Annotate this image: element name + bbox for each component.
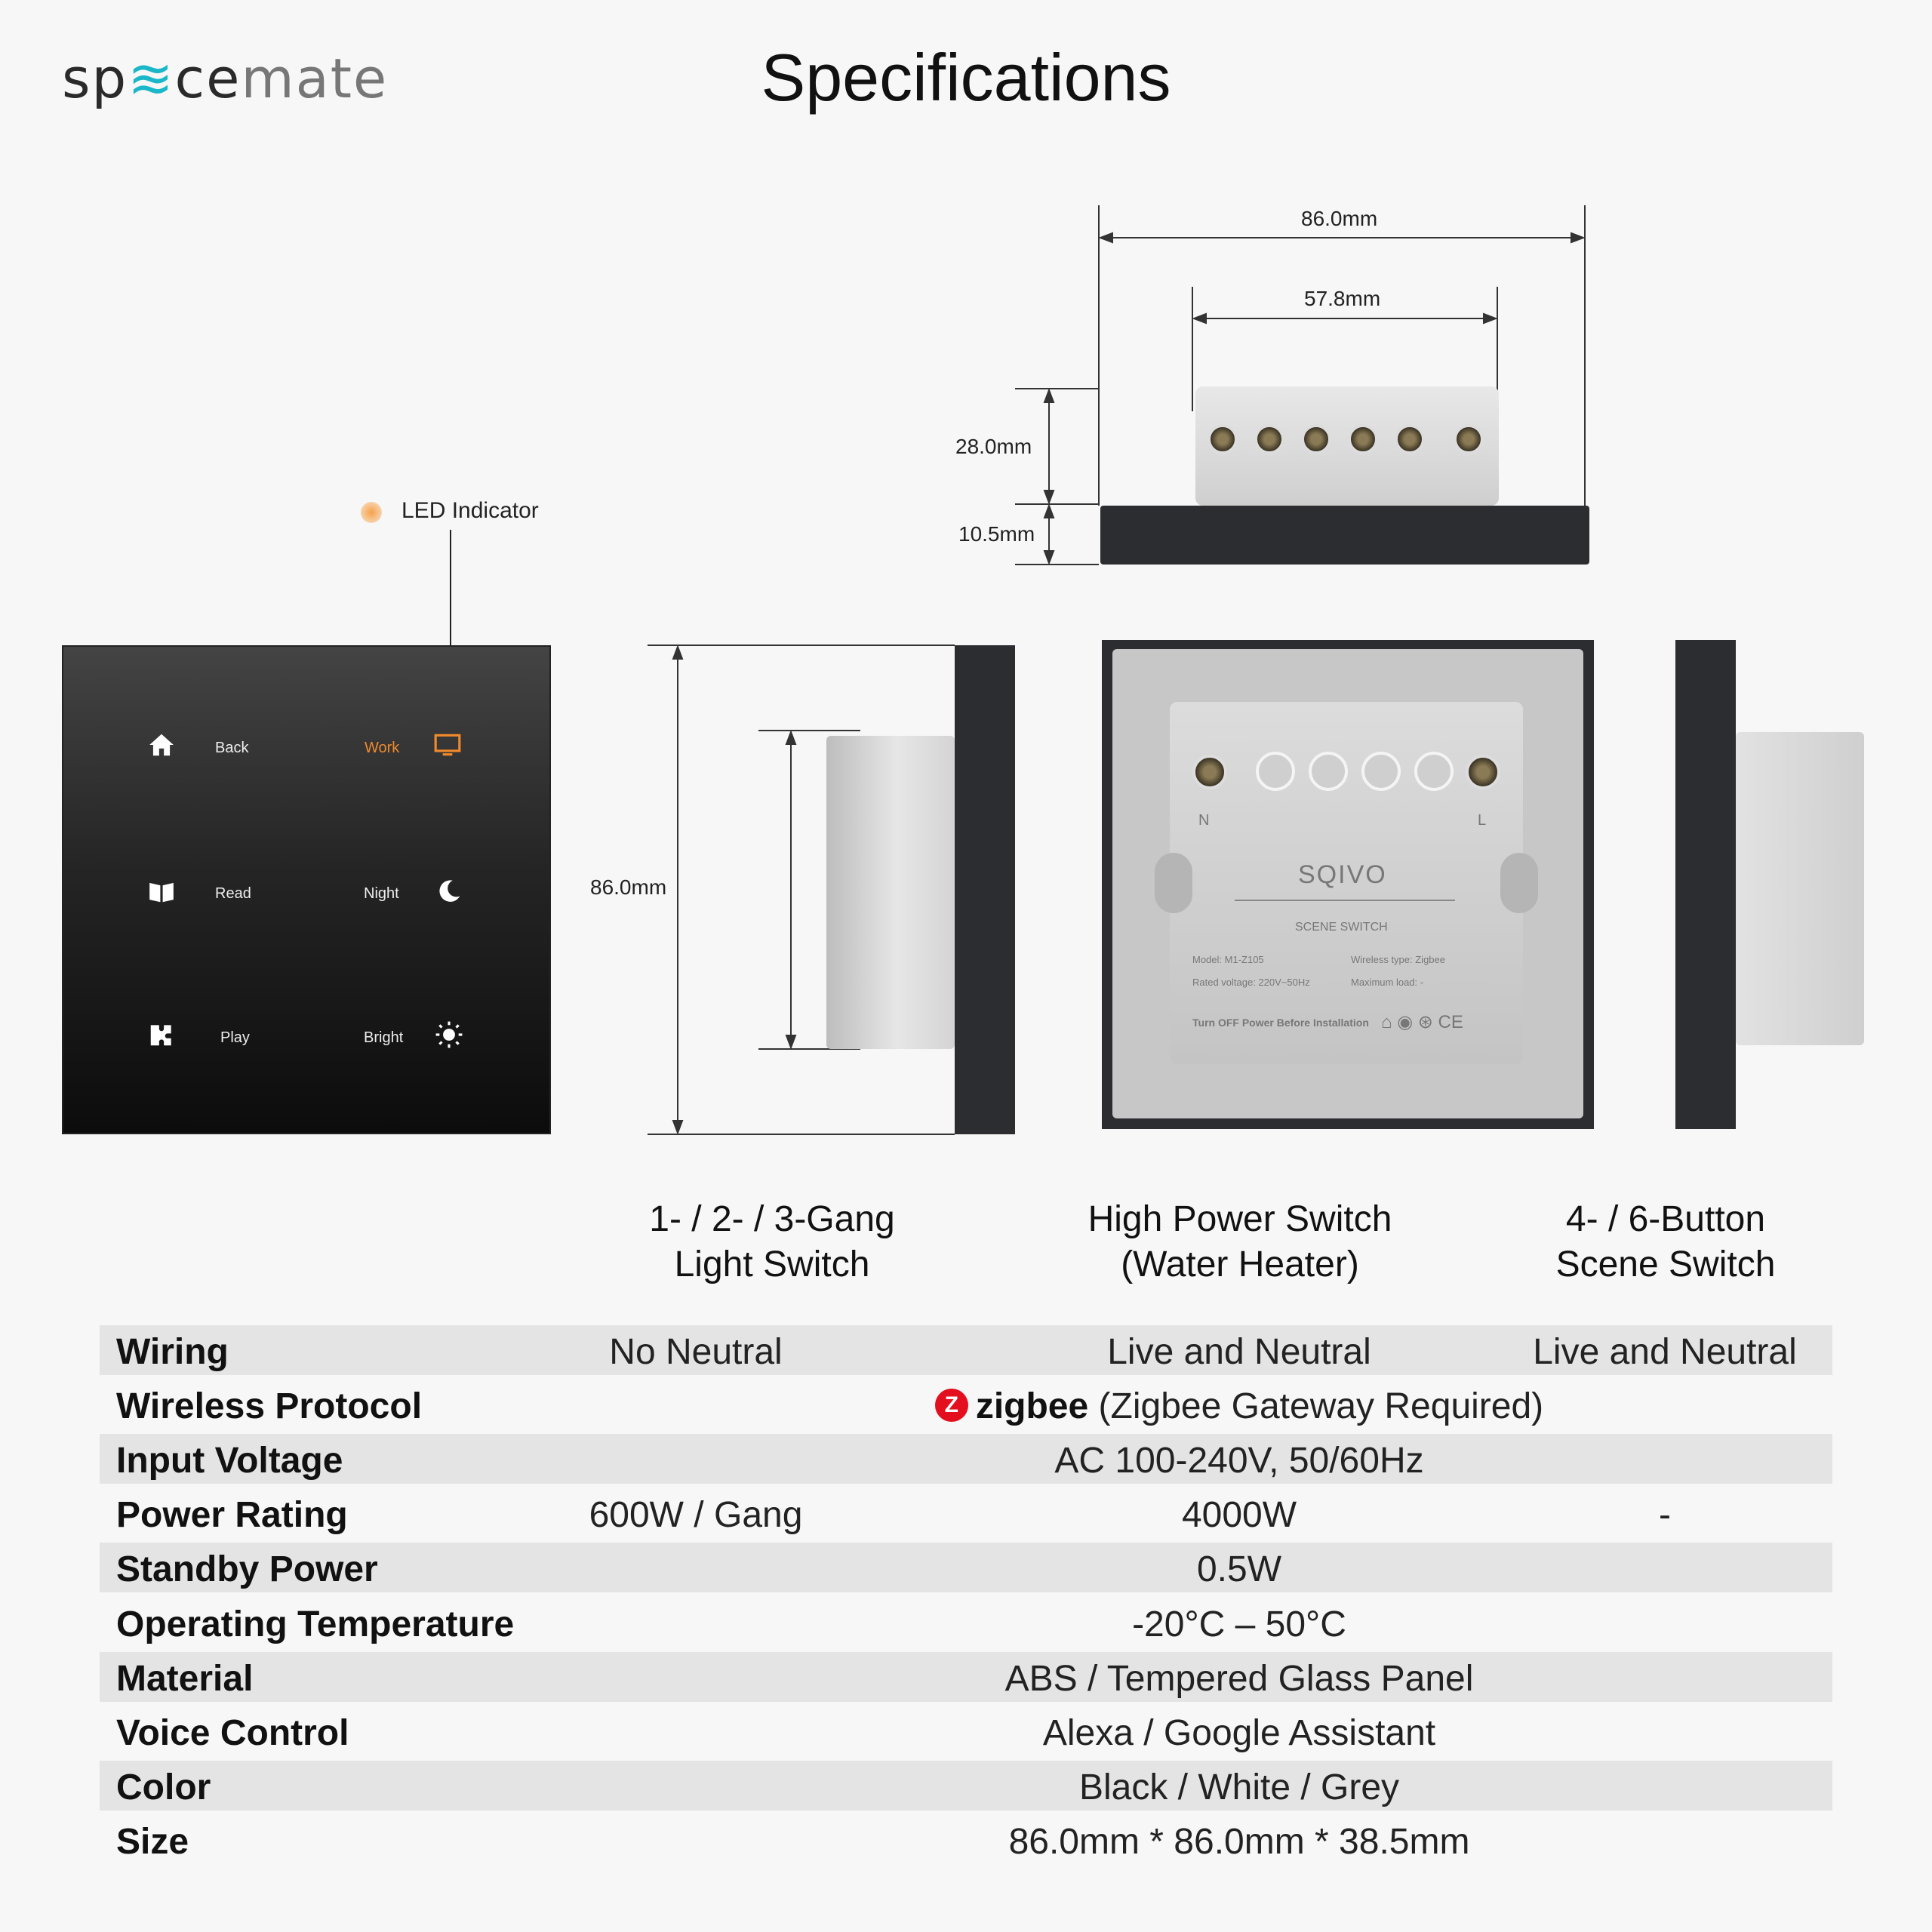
spec-row-material: Material ABS / Tempered Glass Panel (100, 1652, 1832, 1702)
front-panel (62, 645, 551, 1134)
spec-value: AC 100-240V, 50/60Hz (1054, 1441, 1424, 1481)
rear-model: Model: M1-Z105 (1192, 954, 1264, 965)
rear-brand: SQIVO (1298, 860, 1387, 889)
terminal-screw (1192, 755, 1227, 789)
book-icon (149, 882, 174, 903)
panel-button-play-label: Play (220, 1029, 250, 1046)
rear-load: Maximum load: - (1351, 977, 1424, 988)
panel-button-read-label: Read (215, 885, 251, 902)
spec-row-wiring: Wiring No Neutral Live and Neutral Live … (100, 1325, 1832, 1375)
scene-side-body (1736, 732, 1864, 1045)
mount-hole-right (1500, 853, 1538, 913)
spec-label: Wireless Protocol (116, 1386, 423, 1426)
plate-depth-label: 10.5mm (958, 522, 1035, 546)
spec-row-voice: Voice Control Alexa / Google Assistant (100, 1706, 1832, 1756)
terminal-screw (1466, 755, 1500, 789)
terminal-screw (1348, 424, 1378, 454)
led-callout-line (450, 530, 451, 745)
top-width-inner-label: 57.8mm (1304, 287, 1381, 310)
moon-icon (439, 880, 460, 902)
brand-logo: sp≋cemate (62, 47, 389, 110)
terminal-empty (1361, 752, 1401, 791)
spec-value: 600W / Gang (589, 1495, 803, 1535)
scene-side-plate (1675, 640, 1736, 1129)
home-icon (149, 734, 174, 756)
spec-label: Wiring (116, 1332, 229, 1372)
terminal-l-label: L (1478, 812, 1487, 829)
zigbee-brand: zigbee (975, 1386, 1089, 1426)
spec-value: 4000W (1181, 1495, 1297, 1535)
terminal-screw (1254, 424, 1284, 454)
certification-icons: ⌂ ◉ ⊛ CE (1381, 1012, 1463, 1032)
spec-value: ABS / Tempered Glass Panel (1004, 1659, 1474, 1699)
spec-label: Material (116, 1659, 254, 1699)
panel-button-work-label: Work (365, 740, 400, 756)
spec-label: Size (116, 1822, 189, 1862)
spec-value: No Neutral (609, 1332, 783, 1372)
panel-button-back-label: Back (215, 740, 249, 756)
rear-view-body (1170, 702, 1523, 1064)
wifi-wave-icon: ≋ (128, 47, 175, 110)
top-view-plate (1100, 506, 1589, 565)
terminal-screw (1454, 424, 1484, 454)
spec-row-voltage: Input Voltage AC 100-240V, 50/60Hz (100, 1434, 1832, 1484)
side-view-body (826, 736, 955, 1049)
terminal-empty (1414, 752, 1454, 791)
spec-label: Standby Power (116, 1549, 378, 1589)
spec-value: Live and Neutral (1533, 1332, 1797, 1372)
spec-label: Operating Temperature (116, 1604, 515, 1644)
page-title: Specifications (761, 40, 1171, 115)
terminal-empty (1309, 752, 1348, 791)
column-header-high-power-switch: High Power Switch(Water Heater) (1088, 1199, 1392, 1284)
spec-label: Power Rating (116, 1495, 348, 1535)
spec-row-size: Size 86.0mm * 86.0mm * 38.5mm (100, 1815, 1832, 1865)
spec-value: -20°C – 50°C (1132, 1604, 1346, 1644)
spec-value: Live and Neutral (1107, 1332, 1371, 1372)
sun-icon (435, 1021, 463, 1048)
terminal-screw (1395, 424, 1425, 454)
zigbee-note: (Zigbee Gateway Required) (1098, 1386, 1544, 1426)
box-depth-label: 28.0mm (955, 435, 1032, 458)
spec-label: Voice Control (116, 1713, 349, 1753)
spec-value: 86.0mm * 86.0mm * 38.5mm (1008, 1822, 1470, 1862)
rear-warning: Turn OFF Power Before Installation (1192, 1017, 1369, 1029)
mount-hole-left (1155, 853, 1192, 913)
spec-row-color: Color Black / White / Grey (100, 1761, 1832, 1810)
terminal-empty (1256, 752, 1295, 791)
rear-product: SCENE SWITCH (1295, 921, 1388, 934)
spec-value: Alexa / Google Assistant (1042, 1713, 1436, 1753)
terminal-n-label: N (1198, 812, 1210, 829)
top-view-body (1195, 386, 1499, 506)
spec-value: 0.5W (1196, 1549, 1282, 1589)
spec-row-standby: Standby Power 0.5W (100, 1543, 1832, 1592)
terminal-screw (1208, 424, 1238, 454)
rear-voltage: Rated voltage: 220V~50Hz (1192, 977, 1310, 988)
spec-value: Black / White / Grey (1078, 1767, 1400, 1807)
led-indicator-label: LED Indicator (401, 498, 539, 523)
puzzle-icon (150, 1025, 171, 1046)
zigbee-logo-icon: Z (934, 1389, 968, 1423)
spec-value: - (1659, 1495, 1671, 1535)
led-dot-icon (361, 502, 382, 523)
top-width-outer-label: 86.0mm (1301, 207, 1378, 230)
spec-label: Input Voltage (116, 1441, 343, 1481)
spec-row-power: Power Rating 600W / Gang 4000W - (100, 1488, 1832, 1538)
side-view-plate (955, 645, 1015, 1134)
panel-button-night-label: Night (364, 885, 399, 902)
spec-label: Color (116, 1767, 211, 1807)
side-height-label: 86.0mm (590, 875, 667, 899)
rear-divider (1235, 900, 1455, 901)
monitor-icon (434, 734, 461, 756)
spec-row-temperature: Operating Temperature -20°C – 50°C (100, 1598, 1832, 1647)
panel-button-bright-label: Bright (364, 1029, 404, 1046)
side-view-dimension-lines (648, 645, 955, 1135)
top-view-dimension-lines (1015, 205, 1586, 565)
terminal-screw (1301, 424, 1331, 454)
rear-wireless: Wireless type: Zigbee (1351, 954, 1445, 965)
